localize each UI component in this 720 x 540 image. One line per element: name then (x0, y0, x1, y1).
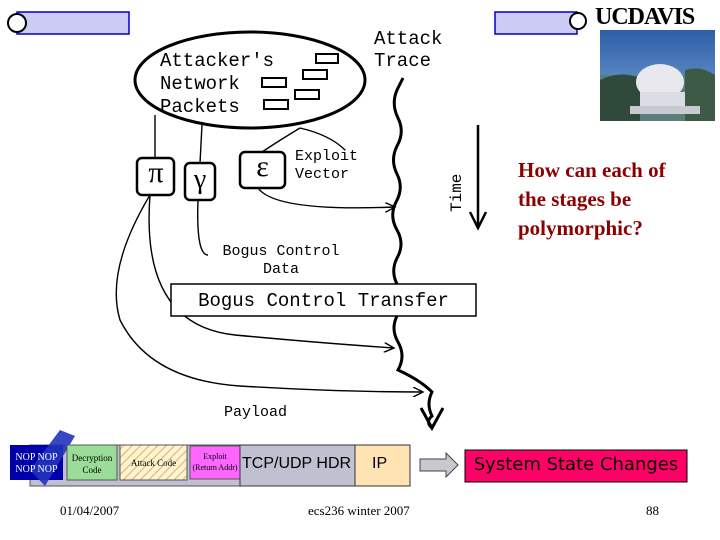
campus-photo (600, 30, 715, 121)
epsilon-to-trace-arrow (257, 187, 395, 208)
network-packets-cloud (133, 30, 367, 130)
nop-sled-ribbon (30, 430, 75, 486)
cloud-to-epsilon-line (261, 127, 301, 153)
decryption-label: Decryption Code (67, 452, 117, 476)
system-state-label: System State Changes (473, 454, 679, 475)
decryption-block (66, 444, 118, 481)
question-line-2: the stages be (518, 187, 632, 211)
exploit-vector-line-2: Vector (295, 166, 350, 183)
gamma-symbol: γ (193, 164, 207, 195)
pi-to-trace-arrow-upper (148, 194, 394, 348)
packet-icon (261, 77, 287, 88)
cloud-label-line-3: Packets (160, 96, 240, 118)
packet-icon (263, 99, 289, 110)
bogus-control-data-label: Bogus Control Data (216, 243, 346, 279)
header-bar-left-knob (7, 13, 27, 33)
time-label: Time (448, 173, 466, 212)
packet-icon (294, 89, 320, 100)
tcp-udp-header-block (239, 444, 356, 487)
attack-trace-line-1: Attack (374, 28, 443, 50)
campus-photo-image (600, 30, 715, 121)
bogus-control-transfer-box (170, 283, 477, 317)
packet-icon (315, 53, 339, 64)
ucdavis-logo: UCDAVIS (595, 4, 695, 30)
exploit-label: Exploit (Return Addr) (188, 451, 242, 473)
footer-page-number: 88 (646, 503, 659, 518)
tcp-udp-header-label: TCP/UDP HDR (242, 455, 352, 472)
cloud-to-exploit-line (299, 127, 346, 151)
question-line-1: How can each of (518, 158, 666, 182)
nop-sled-line-2: NOP NOP (15, 464, 58, 475)
attack-code-label: Attack Code (130, 458, 177, 468)
attack-trace-arrowhead (419, 407, 445, 432)
bogus-control-data-line-2: Data (262, 261, 299, 278)
exploit-vector-label: Exploit Vector (295, 148, 358, 184)
question-text: How can each of the stages be polymorphi… (518, 156, 666, 243)
time-axis-arrowhead (468, 211, 488, 231)
system-state-box (464, 449, 688, 483)
gamma-to-control-line (197, 199, 209, 256)
decryption-line-2: Code (82, 465, 102, 475)
ip-label: IP (372, 455, 388, 472)
exploit-vector-line-1: Exploit (295, 148, 359, 165)
header-bars (7, 11, 587, 35)
bogus-control-data-line-1: Bogus Control (222, 243, 340, 260)
attack-trace-label: Attack Trace (374, 28, 442, 72)
pi-symbol: π (148, 156, 164, 189)
pi-to-trace-arrow-lower (115, 194, 423, 392)
attack-trace-line-2: Trace (374, 50, 432, 72)
cloud-label-line-2: Network (160, 73, 240, 95)
packet-icon (302, 69, 328, 80)
cloud-label-line-1: Attacker's (160, 50, 275, 72)
payload-label: Payload (224, 404, 288, 421)
ip-block (354, 444, 411, 487)
exploit-line-1: Exploit (203, 452, 227, 461)
question-line-3: polymorphic? (518, 216, 643, 240)
epsilon-symbol: ε (256, 150, 269, 183)
exploit-line-2: (Return Addr) (192, 463, 238, 472)
packet-icons (261, 53, 339, 110)
state-change-arrow (419, 451, 459, 479)
decryption-line-1: Decryption (71, 453, 113, 463)
exploit-block (189, 445, 241, 480)
nop-sled-line-1: NOP NOP (15, 452, 58, 463)
cloud-label: Attacker's Network Packets (160, 50, 274, 119)
attack-trace-line (391, 77, 434, 430)
footer-course: ecs236 winter 2007 (308, 503, 410, 518)
cloud-to-gamma-line (199, 124, 203, 164)
header-bar-right-knob (569, 12, 587, 30)
footer-date: 01/04/2007 (60, 503, 120, 518)
bogus-control-transfer-label: Bogus Control Transfer (198, 290, 449, 312)
nop-sled-label: NOP NOP NOP NOP (10, 452, 63, 476)
attack-code-block (119, 444, 188, 481)
